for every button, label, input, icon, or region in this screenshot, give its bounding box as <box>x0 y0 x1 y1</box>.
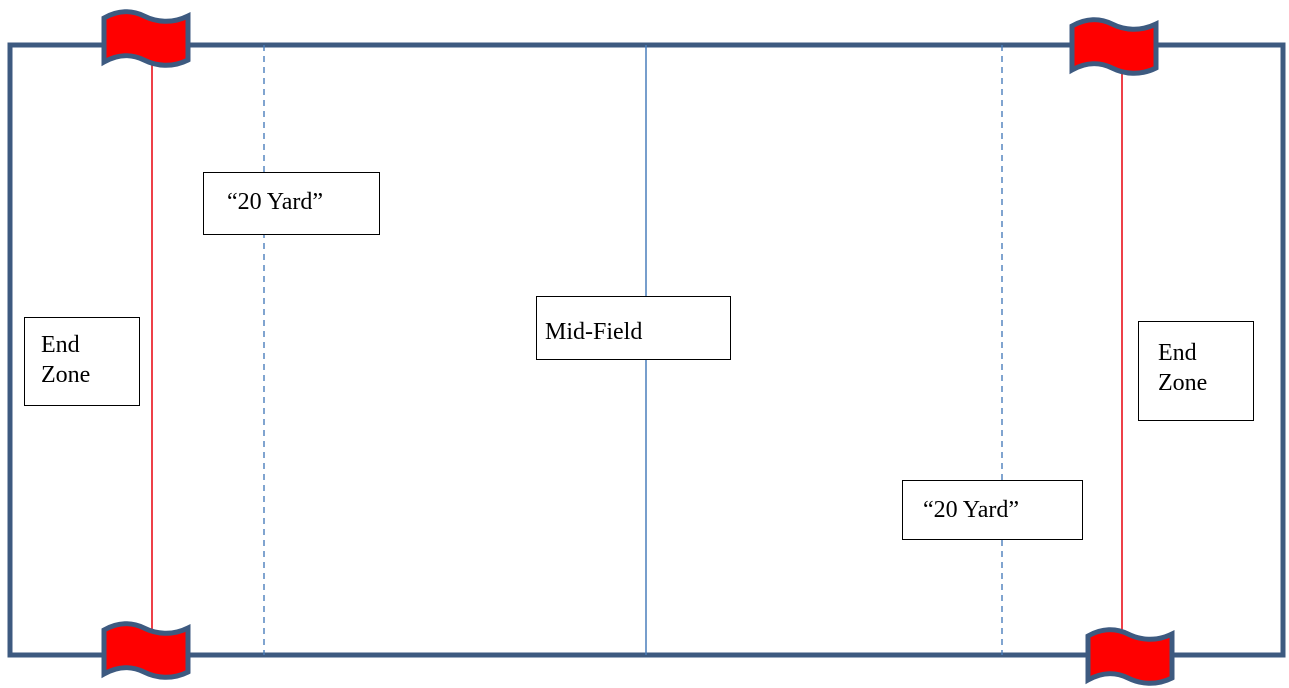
flag-icon <box>104 624 188 678</box>
left-end-zone-label: End Zone <box>24 317 140 406</box>
left-end-zone-line-2: Zone <box>41 362 91 388</box>
left-twenty-yard-text: “20 Yard” <box>227 189 323 215</box>
right-end-zone-line-2: Zone <box>1158 370 1208 396</box>
midfield-label: Mid-Field <box>536 296 731 360</box>
flag-icon <box>1072 20 1156 74</box>
left-twenty-yard-label: “20 Yard” <box>203 172 380 235</box>
flag-icon <box>1088 630 1172 684</box>
right-twenty-yard-label: “20 Yard” <box>902 480 1083 540</box>
flag-icon <box>104 12 188 66</box>
right-end-zone-label: End Zone <box>1138 321 1254 421</box>
midfield-text: Mid-Field <box>545 319 643 345</box>
right-twenty-yard-text: “20 Yard” <box>923 497 1019 523</box>
left-end-zone-line-1: End <box>41 332 80 358</box>
right-end-zone-line-1: End <box>1158 340 1197 366</box>
